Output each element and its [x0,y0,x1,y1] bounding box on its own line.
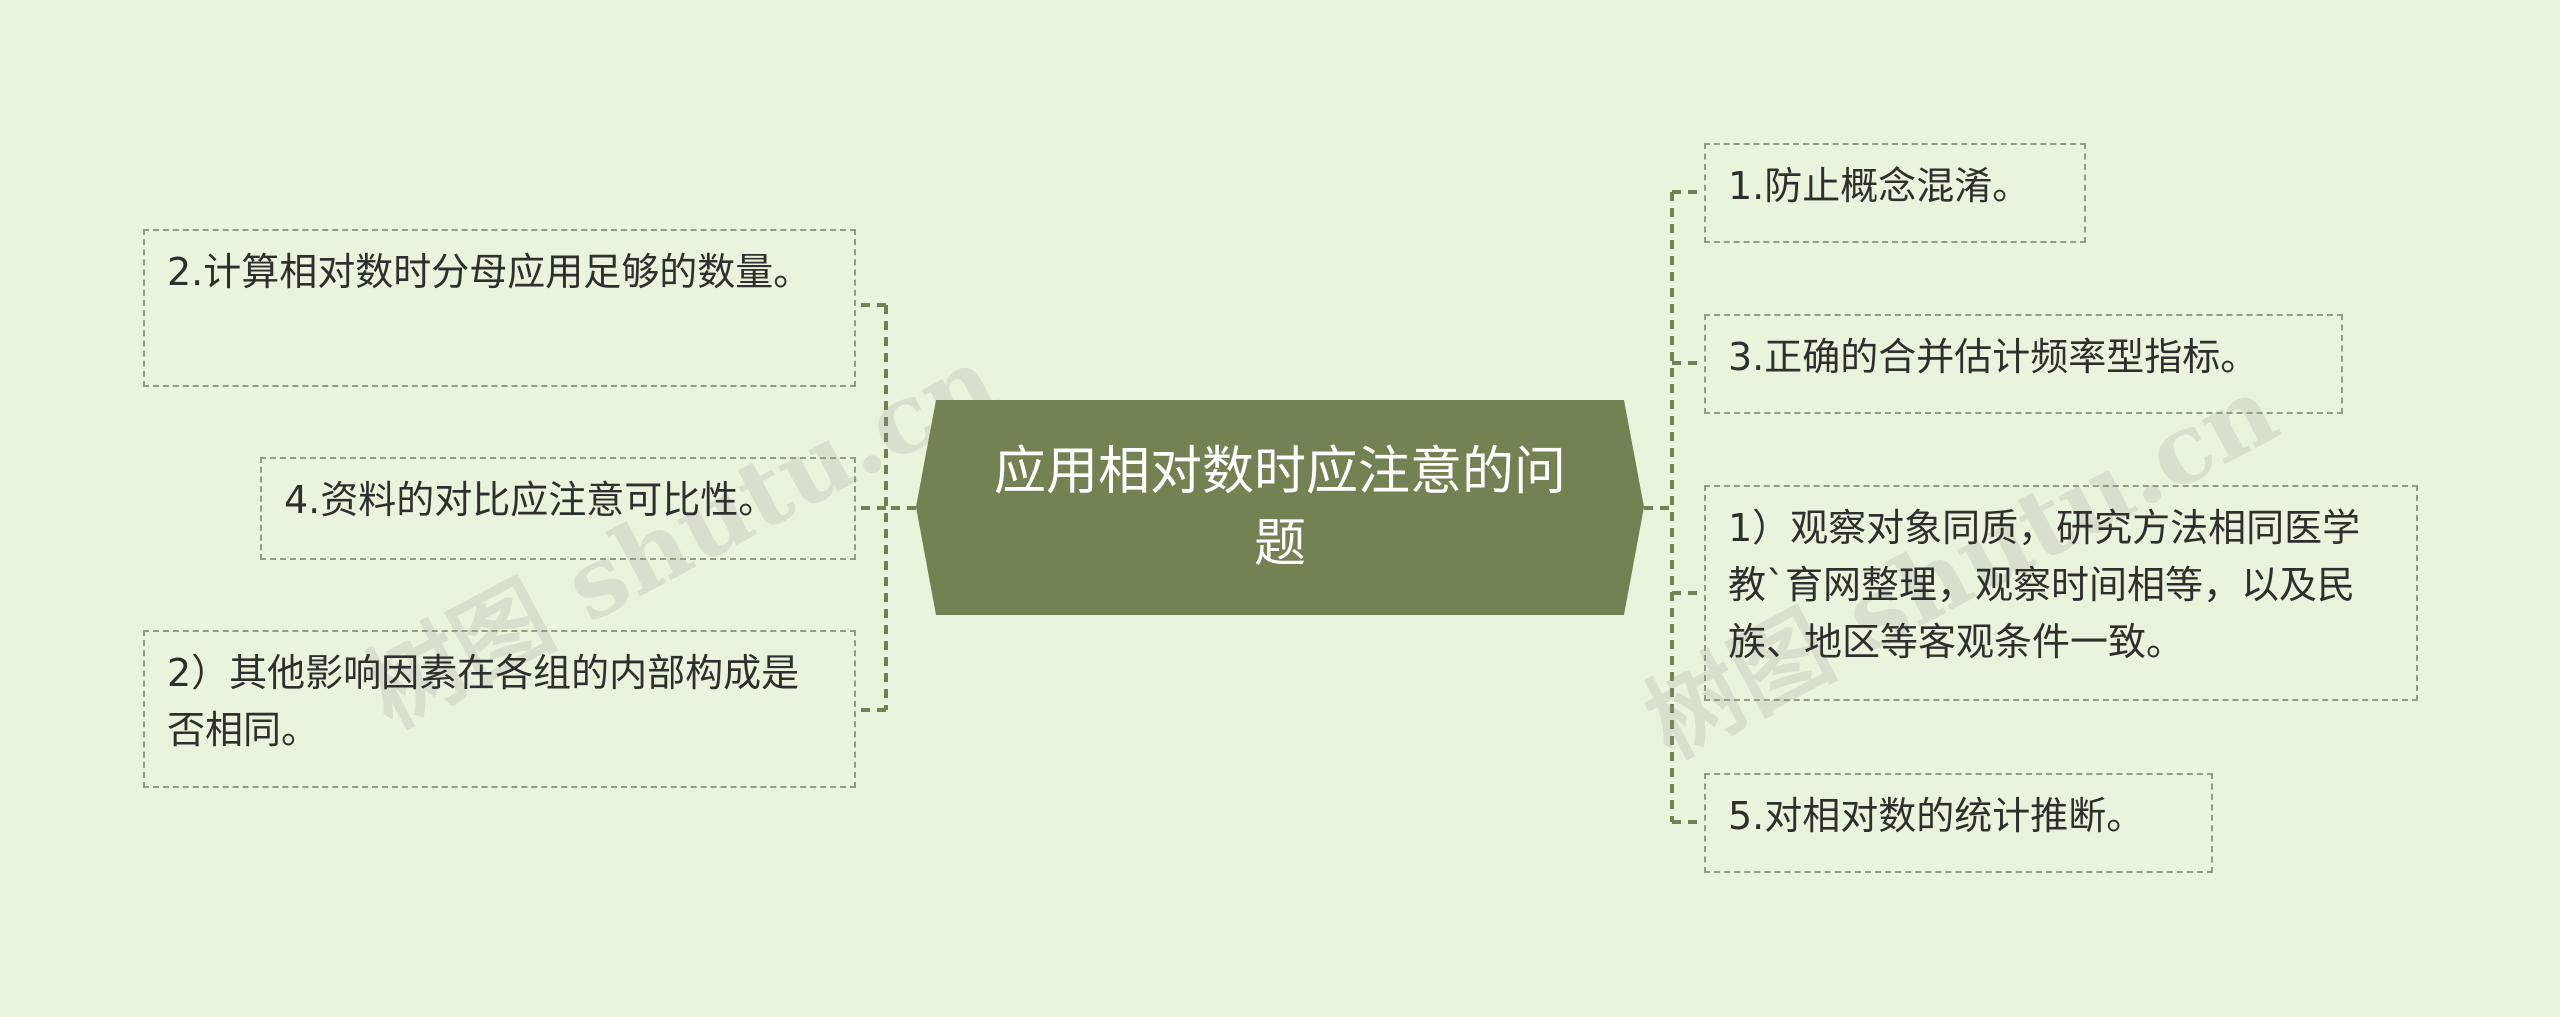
topic-node-3[interactable]: 3.正确的合并估计频率型指标。 [1704,314,2343,414]
topic-node-2-label: 2.计算相对数时分母应用足够的数量。 [167,250,812,294]
central-topic-label: 应用相对数时应注意的问题 [993,441,1566,574]
central-topic[interactable]: 应用相对数时应注意的问题 [916,400,1644,615]
topic-node-4-label: 4.资料的对比应注意可比性。 [284,478,777,522]
connector-trunk-right [1644,192,1674,822]
topic-node-5[interactable]: 5.对相对数的统计推断。 [1704,773,2213,873]
topic-node-1b[interactable]: 1）观察对象同质，研究方法相同医学教`育网整理，观察时间相等，以及民族、地区等客… [1704,485,2418,701]
topic-node-4[interactable]: 4.资料的对比应注意可比性。 [260,457,856,560]
topic-node-2b-label: 2）其他影响因素在各组的内部构成是否相同。 [167,651,800,752]
topic-node-1b-label: 1）观察对象同质，研究方法相同医学教`育网整理，观察时间相等，以及民族、地区等客… [1728,506,2361,664]
connector-trunk-left [884,305,916,710]
topic-node-5-label: 5.对相对数的统计推断。 [1728,794,2145,838]
central-topic-shape [916,400,1644,615]
topic-node-2b[interactable]: 2）其他影响因素在各组的内部构成是否相同。 [143,630,856,788]
topic-node-2[interactable]: 2.计算相对数时分母应用足够的数量。 [143,229,856,387]
topic-node-3-label: 3.正确的合并估计频率型指标。 [1728,335,2259,379]
topic-node-1-label: 1.防止概念混淆。 [1728,164,2031,208]
topic-node-1[interactable]: 1.防止概念混淆。 [1704,143,2086,243]
